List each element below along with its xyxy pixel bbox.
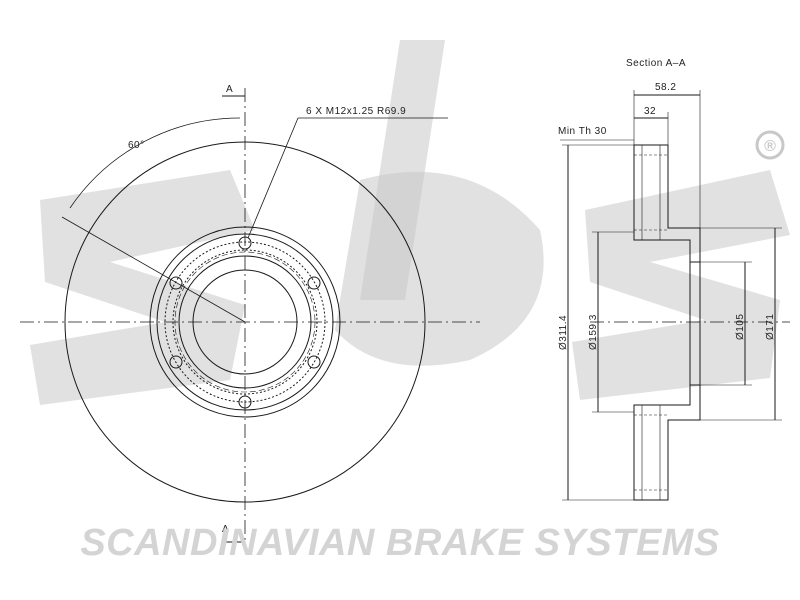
disc-outer-edge <box>64 141 426 503</box>
watermark-logo <box>30 40 790 405</box>
dim-hub-width: 32 <box>644 106 656 117</box>
bolt-callout-leader <box>247 117 299 239</box>
section-view <box>560 90 790 501</box>
angle-leader-line <box>61 216 246 323</box>
dia-outer-label: Ø311.4 <box>558 315 569 350</box>
dia-center-bore-label: Ø105 <box>735 314 746 340</box>
vent-ring-inner-circle <box>172 249 318 395</box>
vent-ring-circle <box>164 241 326 403</box>
section-title: Section A–A <box>626 58 686 69</box>
section-marker-bottom: A <box>222 524 229 535</box>
bolt-hole-6 <box>169 276 183 290</box>
rotor-lower-section <box>633 384 701 501</box>
section-marker-top: A <box>226 84 233 95</box>
bolt-circle <box>174 251 316 393</box>
registered-mark-text: ® <box>764 138 776 155</box>
dia-hat-label: Ø171 <box>765 314 776 340</box>
hat-outer-circle <box>149 226 341 418</box>
hat-inner-circle <box>156 233 334 411</box>
dia-hub-face-label: Ø159.3 <box>588 314 599 350</box>
registered-mark: ® <box>755 130 785 160</box>
front-view <box>20 88 480 543</box>
bolt-hole-3 <box>307 355 321 369</box>
angle-arc <box>69 117 241 209</box>
hub-face-circle <box>178 255 312 389</box>
angle-label: 60° <box>128 140 145 151</box>
bolt-hole-4 <box>238 395 252 409</box>
bolt-hole-1 <box>238 236 252 250</box>
min-thickness-label: Min Th 30 <box>558 126 607 137</box>
dim-total-width: 58.2 <box>655 82 676 93</box>
center-bore <box>192 269 298 375</box>
bolt-hole-5 <box>169 355 183 369</box>
bolt-callout: 6 X M12x1.25 R69.9 <box>306 106 406 117</box>
footer-brand-text: SCANDINAVIAN BRAKE SYSTEMS <box>80 522 719 564</box>
bolt-hole-2 <box>307 276 321 290</box>
